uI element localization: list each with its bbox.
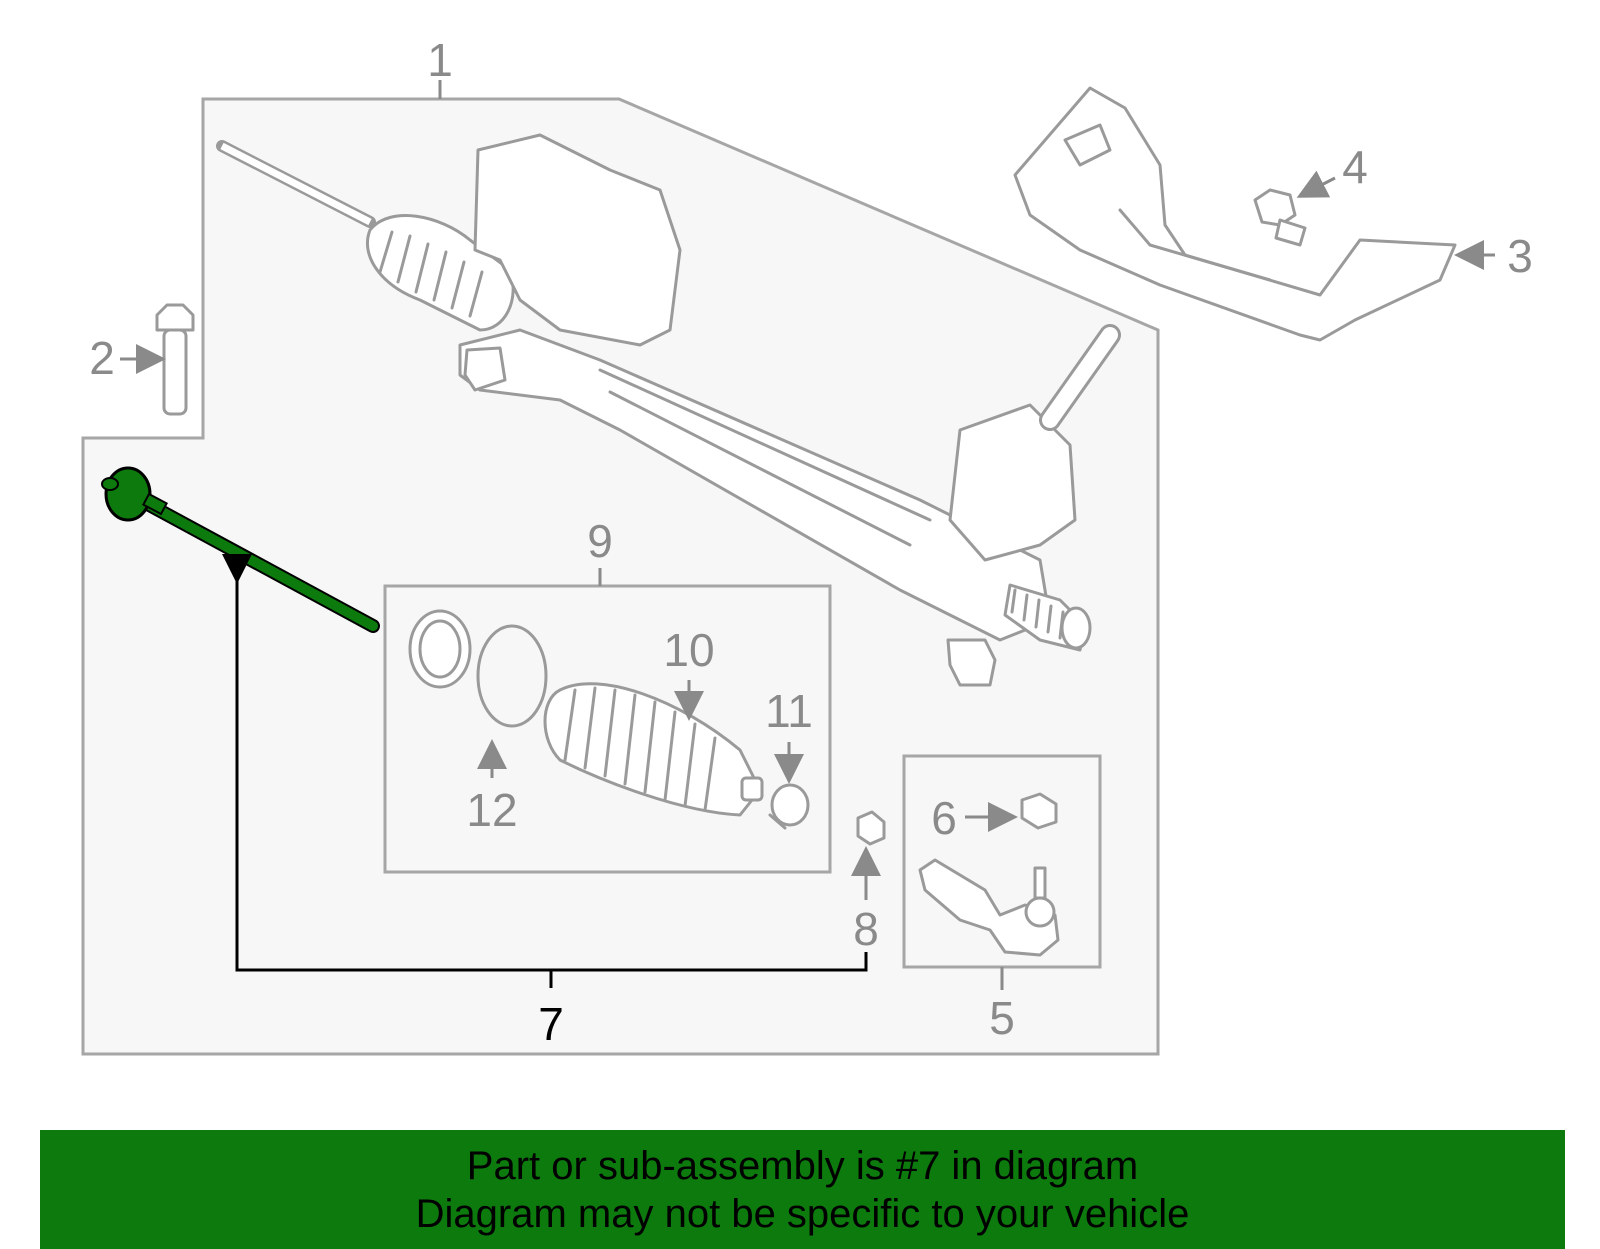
info-banner: Part or sub-assembly is #7 in diagram Di… bbox=[40, 1130, 1565, 1249]
nut-part-8 bbox=[856, 810, 886, 846]
tie-rod-end-part-5 bbox=[918, 858, 1060, 957]
boot-part-10 bbox=[543, 682, 764, 817]
callout-3: 3 bbox=[1507, 230, 1533, 282]
callout-5: 5 bbox=[989, 992, 1015, 1044]
callout-12: 12 bbox=[466, 784, 517, 836]
banner-line-2: Diagram may not be specific to your vehi… bbox=[415, 1192, 1190, 1236]
callout-8: 8 bbox=[853, 903, 879, 955]
callout-11: 11 bbox=[765, 685, 813, 737]
banner-line-1: Part or sub-assembly is #7 in diagram bbox=[466, 1144, 1139, 1188]
bolt-part-2 bbox=[155, 303, 195, 416]
callout-2: 2 bbox=[89, 332, 115, 384]
callout-6: 6 bbox=[931, 792, 957, 844]
callout-4: 4 bbox=[1342, 141, 1368, 193]
callout-1: 1 bbox=[427, 34, 453, 86]
callout-7: 7 bbox=[538, 998, 564, 1050]
nut-part-6 bbox=[1020, 792, 1058, 830]
clamp-ring-part-12 bbox=[408, 609, 548, 728]
leader-4 bbox=[1296, 170, 1336, 198]
callout-10: 10 bbox=[663, 624, 714, 676]
boot-kit-box bbox=[383, 584, 832, 874]
bolt-part-4 bbox=[1253, 188, 1307, 247]
steering-rack bbox=[216, 133, 1121, 687]
small-clamp-part-11 bbox=[768, 783, 810, 830]
callout-9: 9 bbox=[587, 515, 613, 567]
assembly-frame bbox=[81, 97, 1160, 1056]
